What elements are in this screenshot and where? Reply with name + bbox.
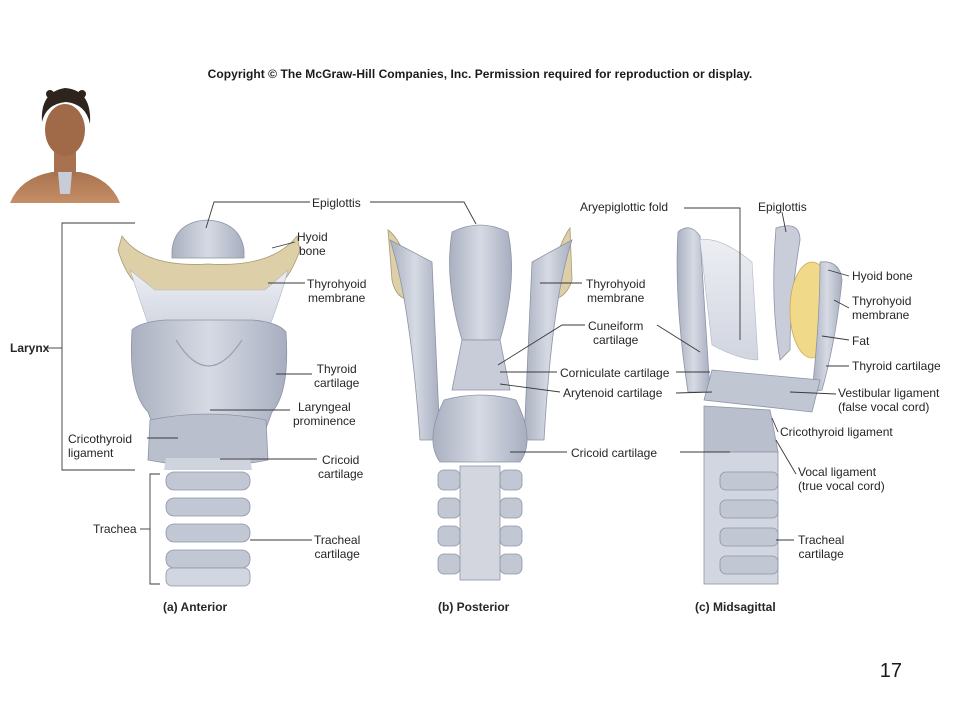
leader-lines-midsagittal <box>656 207 850 541</box>
posterior-view <box>387 224 573 581</box>
caption-midsagittal: (c) Midsagittal <box>695 600 776 614</box>
caption-posterior: (b) Posterior <box>438 600 510 614</box>
label-thyroid-cartilage: Thyroid cartilage <box>314 362 360 390</box>
leader-lines-posterior <box>370 201 585 453</box>
label-laryngeal-prominence: Laryngeal prominence <box>293 400 356 428</box>
label-corniculate-cartilage: Corniculate cartilage <box>560 366 670 380</box>
anterior-view <box>117 219 301 587</box>
label-trachea: Trachea <box>93 522 137 536</box>
label-midsagittal-thyrohyoid-membrane: Thyrohyoid membrane <box>852 294 912 322</box>
label-midsagittal-epiglottis: Epiglottis <box>758 200 807 214</box>
label-midsagittal-tracheal-cartilage: Tracheal cartilage <box>798 533 845 561</box>
caption-anterior: (a) Anterior <box>163 600 228 614</box>
person-thumbnail <box>10 88 120 203</box>
label-vestibular-ligament: Vestibular ligament (false vocal cord) <box>838 386 940 414</box>
midsagittal-view <box>676 225 843 585</box>
label-thyrohyoid-membrane: Thyrohyoid membrane <box>307 277 367 305</box>
label-midsagittal-cricothyroid-ligament: Cricothyroid ligament <box>780 425 893 439</box>
label-cricoid-cartilage: Cricoid cartilage <box>318 453 364 481</box>
label-vocal-ligament: Vocal ligament (true vocal cord) <box>798 465 885 493</box>
label-midsagittal-hyoid-bone: Hyoid bone <box>852 269 913 283</box>
label-posterior-cricoid-cartilage: Cricoid cartilage <box>571 446 658 460</box>
label-epiglottis: Epiglottis <box>312 196 361 210</box>
leader-lines-anterior <box>147 201 317 541</box>
label-midsagittal-thyroid-cartilage: Thyroid cartilage <box>852 359 941 373</box>
label-cuneiform-cartilage: Cuneiform cartilage <box>588 319 644 347</box>
copyright-notice: Copyright © The McGraw-Hill Companies, I… <box>207 67 753 81</box>
label-aryepiglottic-fold: Aryepiglottic fold <box>580 200 669 214</box>
label-larynx: Larynx <box>10 341 50 355</box>
label-hyoid-bone: Hyoid bone <box>297 230 328 258</box>
label-tracheal-cartilage: Tracheal cartilage <box>314 533 361 561</box>
page-number: 17 <box>879 660 902 682</box>
label-arytenoid-cartilage: Arytenoid cartilage <box>563 386 663 400</box>
label-fat: Fat <box>852 334 870 348</box>
label-posterior-thyrohyoid-membrane: Thyrohyoid membrane <box>586 277 646 305</box>
bracket-lines <box>46 222 160 585</box>
label-cricothyroid-ligament: Cricothyroid ligament <box>68 432 133 460</box>
